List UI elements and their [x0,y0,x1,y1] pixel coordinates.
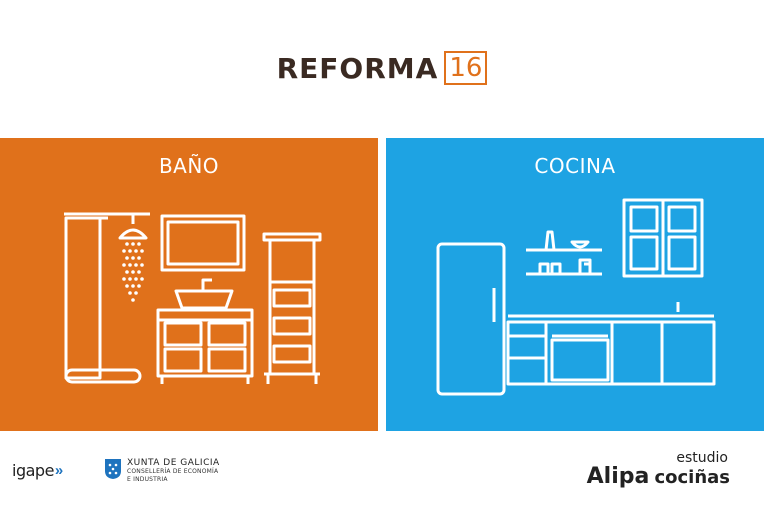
bathroom-shelf-icon [262,232,322,384]
mirror-icon [160,214,246,272]
brand-word: REFORMA [276,51,439,85]
cocina-illustration [436,198,716,396]
xunta-title: XUNTA DE GALICIA [127,458,220,468]
brand-number: 16 [444,51,488,85]
cocina-title: COCINA [534,154,616,178]
xunta-line-1: CONSELLERÍA DE ECONOMÍA [127,468,219,475]
igape-logo: igape » [12,461,63,480]
bano-panel: BAÑO [0,138,378,431]
studio-logo: estudio Alipa cociñas [587,450,730,489]
bano-title: BAÑO [158,154,220,178]
brand-logo: REFORMA 16 [277,51,488,85]
studio-small-text: estudio [676,450,728,466]
kitchen-shelf-icon [526,230,602,276]
fridge-icon [436,242,506,396]
bano-illustration [64,212,322,384]
shower-water-icon [122,242,144,302]
studio-name-rest: cociñas [654,467,730,488]
header: REFORMA 16 [0,46,764,90]
xunta-line-2: E INDUSTRIA [127,476,168,483]
cocina-panel: COCINA [386,138,764,431]
shower-icon [64,212,150,384]
xunta-shield-icon [105,459,121,479]
studio-name: Alipa [586,464,650,489]
xunta-logo: XUNTA DE GALICIA CONSELLERÍA DE ECONOMÍA… [104,458,220,484]
igape-arrows-icon: » [54,462,64,479]
kitchen-counter-icon [506,302,716,386]
igape-text: igape [12,461,54,480]
kitchen-cabinet-icon [622,198,704,278]
footer: igape » XUNTA DE GALICIA CONSELLERÍA DE … [0,444,764,518]
sink-cabinet-icon [156,278,254,384]
